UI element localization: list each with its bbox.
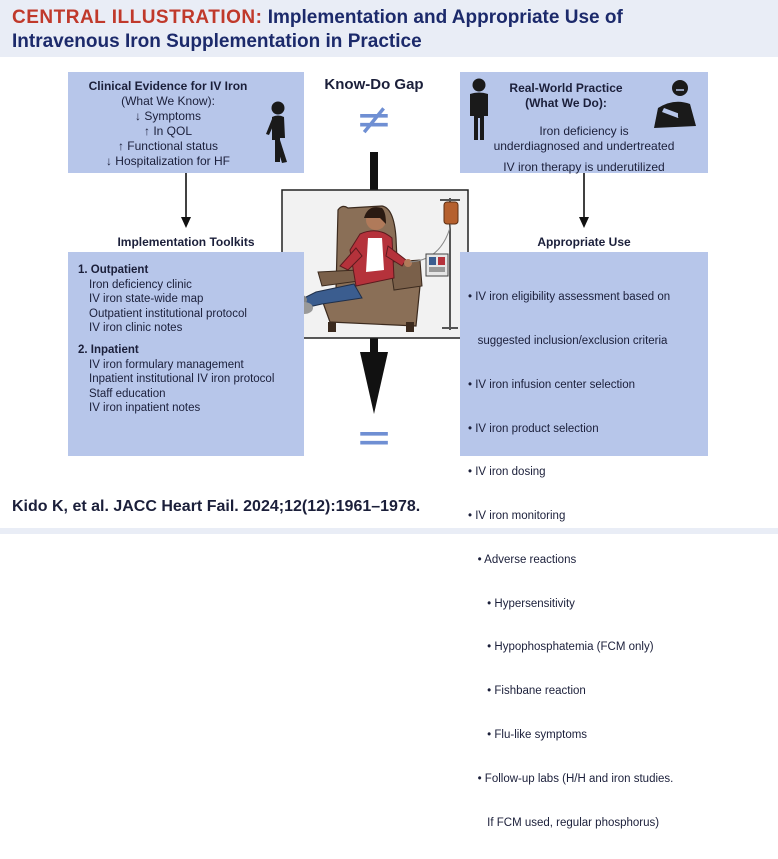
appropriate-use-line: • Follow-up labs (H/H and iron studies. (468, 772, 674, 785)
appropriate-use-line: • Fishbane reaction (468, 685, 586, 698)
appropriate-use-line: • IV iron product selection (468, 422, 599, 435)
practice-title-block: Real-World Practice (What We Do): (496, 81, 636, 111)
practice-line-3: IV iron therapy is underutilized (503, 160, 665, 174)
practice-line-2: underdiagnosed and undertreated (493, 139, 675, 153)
appropriate-use-box: • IV iron eligibility assessment based o… (460, 252, 708, 829)
header-title-line-2: Intravenous Iron Supplementation in Prac… (12, 31, 422, 52)
real-world-practice-box: Real-World Practice (What We Do): Iron d… (460, 72, 708, 175)
inpatient-item: IV iron inpatient notes (89, 402, 201, 415)
appropriate-use-heading: Appropriate Use (537, 235, 631, 249)
know-do-gap-label: Know-Do Gap (324, 76, 424, 93)
outpatient-title: 1. Outpatient (78, 264, 149, 276)
walking-person-icon (266, 101, 287, 163)
bottom-bar (0, 528, 778, 534)
appropriate-use-line: • IV iron monitoring (468, 510, 566, 523)
clinical-evidence-box: Clinical Evidence for IV Iron (What We K… (68, 72, 304, 173)
outpatient-item: Iron deficiency clinic (89, 278, 192, 291)
outpatient-item: IV iron state-wide map (89, 293, 204, 306)
evidence-item-symptoms: ↓ Symptoms (134, 109, 201, 123)
inpatient-item: Staff education (89, 387, 166, 400)
implementation-toolkits-heading: Implementation Toolkits (117, 235, 255, 249)
arrow-down-right (579, 173, 589, 228)
appropriate-use-line: • IV iron dosing (468, 466, 546, 479)
appropriate-use-list: • IV iron eligibility assessment based o… (468, 261, 673, 859)
outpatient-item: IV iron clinic notes (89, 322, 183, 335)
appropriate-use-line: • IV iron eligibility assessment based o… (468, 291, 671, 304)
clinical-evidence-title: Clinical Evidence for IV Iron (88, 79, 248, 93)
appropriate-use-line: • IV iron infusion center selection (468, 378, 636, 391)
evidence-item-functional: ↑ Functional status (117, 139, 219, 153)
practice-line-1: Iron deficiency is (539, 124, 629, 138)
inpatient-title: 2. Inpatient (78, 343, 139, 356)
central-illustration-label: CENTRAL ILLUSTRATION: (12, 7, 263, 28)
clinical-evidence-text: Clinical Evidence for IV Iron (What We K… (78, 79, 258, 169)
implementation-toolkits-box: 1. Outpatient Iron deficiency clinic IV … (68, 252, 304, 456)
appropriate-use-line: • Hypersensitivity (468, 597, 575, 610)
inpatient-item: Inpatient institutional IV iron protocol (89, 373, 275, 386)
practice-text: Iron deficiency is underdiagnosed and un… (464, 124, 704, 175)
outpatient-item: Outpatient institutional protocol (89, 307, 247, 320)
inpatient-item: IV iron formulary management (89, 358, 244, 371)
header-title-line-1: Implementation and Appropriate Use of (267, 7, 623, 28)
not-equal-icon: ≠ (355, 94, 393, 145)
equal-icon: = (355, 412, 393, 463)
appropriate-use-line: • Adverse reactions (468, 553, 577, 566)
appropriate-use-line: • Flu-like symptoms (468, 729, 588, 741)
appropriate-use-line: If FCM used, regular phosphorus) (468, 816, 660, 829)
clinical-evidence-subtitle: (What We Know): (121, 94, 215, 108)
citation: Kido K, et al. JACC Heart Fail. 2024;12(… (12, 498, 421, 515)
practice-subtitle: (What We Do): (525, 96, 607, 110)
evidence-item-hospitalization: ↓ Hospitalization for HF (105, 154, 231, 168)
header-banner: CENTRAL ILLUSTRATION: Implementation and… (0, 0, 778, 57)
appropriate-use-line: suggested inclusion/exclusion criteria (468, 334, 668, 347)
patient-infusion-illustration (281, 189, 469, 339)
arrow-down-left (181, 173, 191, 228)
evidence-item-qol: ↑ In QOL (143, 124, 193, 138)
header-line-1: CENTRAL ILLUSTRATION: Implementation and… (12, 7, 623, 29)
practice-title: Real-World Practice (509, 81, 623, 95)
sick-person-icon (654, 80, 696, 128)
appropriate-use-line: • Hypophosphatemia (FCM only) (468, 641, 654, 654)
standing-person-icon (470, 78, 488, 140)
toolkits-list: 1. Outpatient Iron deficiency clinic IV … (78, 263, 274, 416)
